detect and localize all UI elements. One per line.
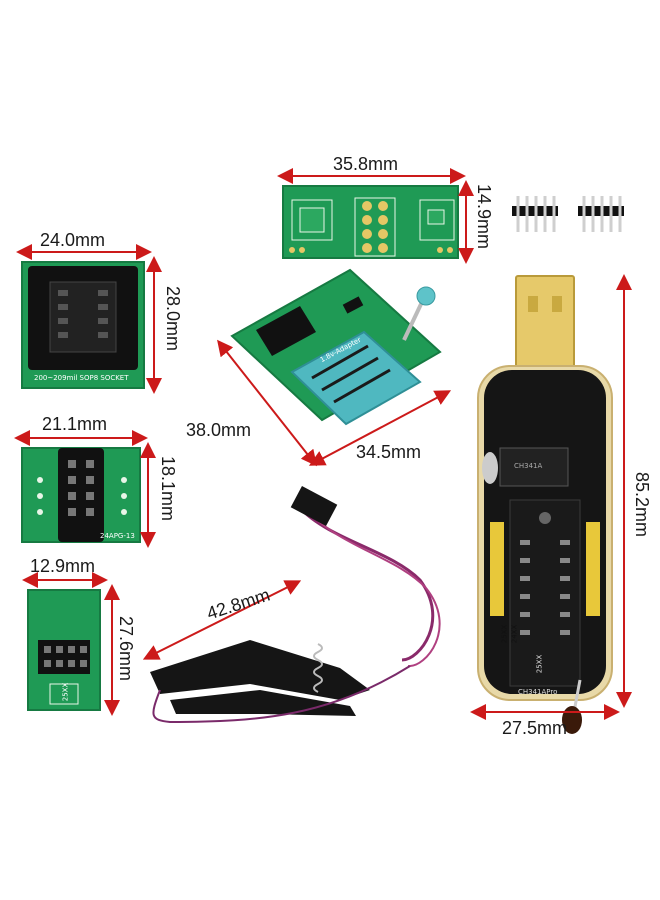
programmer-model-label: CH341APro [518, 688, 558, 696]
dim-adapter-width: 34.5mm [356, 442, 422, 462]
programmer-chip-label: CH341A [514, 462, 543, 470]
dim-programmer-height: 85.2mm [632, 472, 652, 538]
soic-test-clip [150, 486, 441, 724]
dim-socket-height: 28.0mm [163, 286, 183, 352]
dimension-arrows [14, 168, 632, 720]
pin-header-right [578, 196, 624, 232]
dip-series-label-3: 25XX [535, 654, 544, 674]
header-board-silkscreen-label: 24APG-13 [100, 532, 135, 540]
dip-series-label-2: 24XX [510, 624, 519, 644]
socket-silkscreen-label: 200~209mil SOP8 SOCKET [34, 374, 129, 382]
small-eeprom-board [27, 589, 101, 711]
dim-dip-width: 21.1mm [42, 414, 108, 434]
small-board-silkscreen-label: 25XX [61, 682, 70, 702]
dim-dip-height: 18.1mm [158, 456, 178, 522]
dim-adapter-height: 38.0mm [186, 420, 252, 440]
dim-programmer-width: 27.5mm [502, 718, 568, 738]
dip-series-label: 25XX [500, 624, 509, 644]
dim-sop8-width: 35.8mm [333, 154, 399, 174]
dim-socket-width: 24.0mm [40, 230, 106, 250]
ch341a-programmer [477, 275, 613, 734]
sop8-socket [21, 261, 145, 389]
pin-header-left [512, 196, 558, 232]
sop8-adapter-board [282, 185, 459, 259]
dim-small-width: 12.9mm [30, 556, 96, 576]
dip-header-board [21, 447, 141, 543]
dim-small-height: 27.6mm [116, 616, 136, 682]
dim-sop8-height: 14.9mm [474, 184, 494, 250]
